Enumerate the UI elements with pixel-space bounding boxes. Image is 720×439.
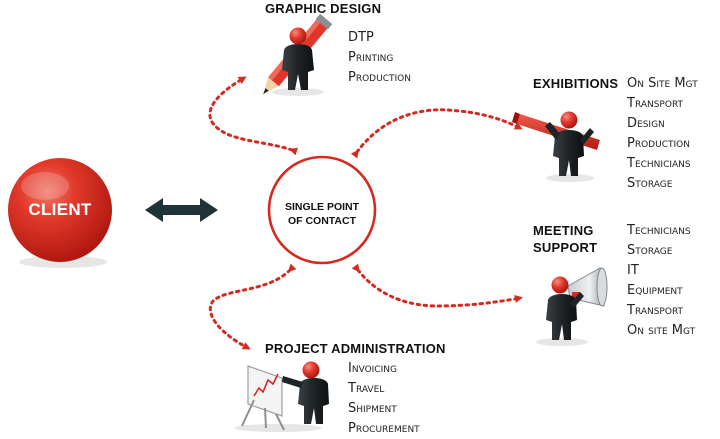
meeting-support-item: Storage	[627, 243, 673, 258]
graphic-design-item: Production	[348, 70, 411, 85]
project-administration-item: Shipment	[348, 401, 397, 416]
meeting-support-item: Technicians	[627, 223, 691, 238]
project-administration-item-list: Invoicing Travel Shipment Procurement	[348, 359, 420, 439]
project-administration-heading: PROJECT ADMINISTRATION	[265, 341, 446, 356]
exhibitions-item: Design	[627, 116, 665, 131]
meeting-support-item-list: Technicians Storage IT Equipment Transpo…	[627, 221, 695, 341]
hub-label-line-2: OF CONTACT	[287, 215, 357, 227]
exhibitions-item: Transport	[627, 96, 684, 111]
exhibitions-item-list: On Site Mgt Transport Design Production …	[627, 74, 698, 194]
hub-label-line-1: SINGLE POINT	[284, 201, 360, 213]
graphic-design-item-list: DTP Printing Production	[348, 28, 411, 88]
project-administration-item: Travel	[348, 381, 385, 396]
project-administration-item: Invoicing	[348, 361, 397, 376]
exhibitions-item: Technicians	[627, 156, 691, 171]
meeting-support-item: Transport	[627, 303, 684, 318]
exhibitions-figure-icon	[512, 111, 600, 182]
connector-meeting-support	[351, 263, 523, 308]
exhibitions-item: Production	[627, 136, 690, 151]
hub-circle	[267, 155, 377, 265]
client-sphere	[8, 158, 112, 268]
exhibitions-heading: EXHIBITIONS	[533, 76, 619, 91]
meeting-support-item: Equipment	[627, 283, 683, 298]
project-administration-item: Procurement	[348, 421, 420, 436]
hub-label: SINGLE POINT OF CONTACT	[270, 200, 374, 228]
project-administration-figure-icon	[234, 361, 329, 432]
meeting-support-heading-line-1: MEETING	[533, 223, 594, 238]
connector-project-administration	[208, 263, 297, 350]
client-hub-double-arrow	[145, 198, 218, 222]
connector-graphic-design	[208, 76, 299, 156]
graphic-design-figure-icon	[263, 13, 333, 96]
connector-exhibitions	[350, 108, 523, 159]
meeting-support-item: IT	[627, 263, 639, 278]
graphic-design-item: DTP	[348, 30, 374, 45]
client-label: CLIENT	[28, 200, 92, 219]
exhibitions-item: Storage	[627, 176, 673, 191]
meeting-support-heading-line-2: SUPPORT	[533, 240, 598, 255]
graphic-design-heading: GRAPHIC DESIGN	[265, 1, 382, 16]
meeting-support-heading: MEETING SUPPORT	[533, 222, 597, 256]
meeting-support-item: On site Mgt	[627, 323, 696, 338]
graphic-design-item: Printing	[348, 50, 394, 65]
exhibitions-item: On Site Mgt	[627, 76, 698, 91]
meeting-support-figure-icon	[536, 267, 608, 346]
